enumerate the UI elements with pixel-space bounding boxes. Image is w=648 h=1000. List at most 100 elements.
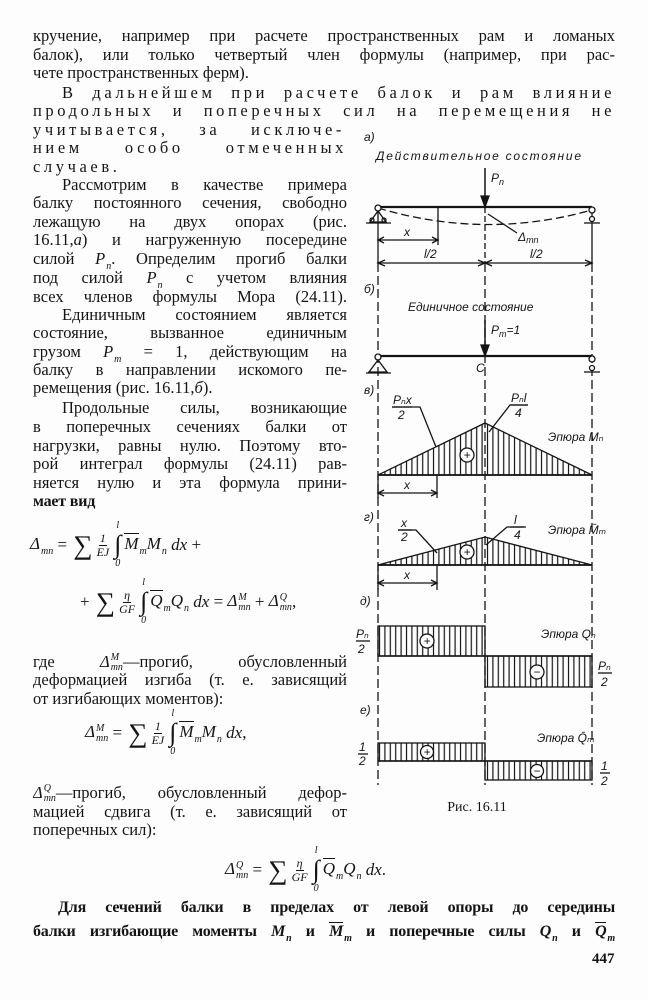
variable-symbol: M — [146, 533, 161, 553]
label-l4-den: 4 — [514, 528, 521, 542]
text-run: + — [80, 592, 94, 611]
variable-symbol: Δ — [30, 533, 40, 553]
denominator: GF — [119, 601, 136, 616]
text-line: Единичным состоянием является — [62, 305, 347, 325]
text-line: учитывается, за исключе- — [33, 120, 345, 140]
text-line: продольных и поперечных сил на перемещен… — [33, 101, 615, 121]
subscript: n — [216, 733, 222, 745]
subscript: m — [139, 546, 147, 557]
text-line: балку постоянного сечения, свободно — [33, 193, 347, 213]
text-run: балок), или только четвертый член формул… — [33, 45, 615, 64]
text-run: 16.11, — [33, 230, 74, 249]
text-run: Единичным состоянием является — [62, 305, 347, 324]
text-line: чете пространственных ферм). — [33, 63, 615, 83]
text-line: В дальнейшем при расчете балок и рам вли… — [62, 83, 615, 103]
math-variable: dx — [366, 860, 382, 880]
integral: l∫0 — [313, 846, 320, 894]
index-stack: m — [164, 604, 171, 614]
epure-qm-label: Эпюра Q̄ₘ — [537, 731, 594, 745]
superscript: Q — [43, 783, 51, 795]
text-line: лежащую на двух опорах (рис. — [33, 212, 347, 232]
subscript: m — [194, 734, 202, 745]
sign-plus-mn: + — [463, 448, 470, 462]
text-run: ремещения (рис. 16.11, — [33, 378, 195, 397]
text-line: мает вид — [33, 492, 347, 512]
page-number: 447 — [592, 951, 615, 967]
variable-symbol: Q — [170, 590, 184, 610]
index-stack: n — [356, 870, 362, 882]
text-run: балку в направлении искомого пе- — [33, 360, 347, 379]
text-run: состояние, вызванное единичным — [33, 323, 347, 342]
variable-symbol: Q — [150, 590, 163, 610]
superscript: M — [95, 722, 105, 734]
text-line: балку в направлении искомого пе- — [33, 360, 347, 380]
text-run: с учетом влияния — [162, 268, 347, 287]
sign-minus-qm: − — [533, 764, 540, 778]
index-stack: n — [286, 933, 292, 943]
text-run: + — [250, 592, 269, 611]
index-stack: n — [552, 934, 558, 943]
variable-symbol: M — [271, 923, 286, 940]
subscript: n — [356, 870, 362, 882]
text-line: от изгибающих моментов): — [33, 689, 347, 709]
label-d: д) — [360, 594, 371, 608]
label-pnx-den: 2 — [397, 408, 405, 422]
text-run: от изгибающих моментов): — [33, 689, 224, 708]
text-line: няется нулю и эта формула прини- — [33, 473, 347, 493]
variable-symbol: Q — [343, 858, 356, 878]
force-label-pm: Pm=1 — [491, 323, 520, 339]
roller-support-right — [584, 206, 600, 224]
variable-symbol: M — [124, 533, 139, 553]
subscript: mn — [110, 662, 123, 672]
sign-plus-qn: + — [423, 634, 430, 648]
text-run: Продольные силы, возникающие — [62, 398, 347, 417]
index-stack: m — [336, 872, 343, 882]
variable-symbol: Δ — [227, 591, 238, 611]
integral: l∫0 — [114, 521, 121, 569]
label-qn-right-num: Pₙ — [598, 659, 611, 673]
variable-symbol: б — [194, 378, 203, 397]
text-run: учитывается, за исключе- — [33, 120, 345, 139]
label-l4-num: l — [514, 513, 517, 527]
integral-sign: ∫ — [312, 855, 320, 884]
subscript: m — [344, 933, 352, 943]
math-variable: а — [74, 230, 82, 249]
subscript: n — [286, 933, 292, 943]
label-pnl-num: Pₙl — [511, 391, 527, 405]
pin-support-left — [366, 204, 391, 224]
superscript: Q — [279, 591, 287, 603]
subscript: m — [163, 603, 171, 614]
variable-symbol: Δ — [225, 859, 235, 879]
subscript: mn — [238, 601, 251, 613]
index-stack: m — [114, 355, 121, 363]
text-run: и поперечные силы — [351, 923, 540, 940]
index-stack: m — [195, 735, 202, 745]
text-line: кручение, например при расчете пространс… — [33, 26, 615, 46]
subscript: mn — [279, 601, 292, 613]
subscript: n — [184, 602, 190, 614]
epure-qn-label: Эпюра Qₙ — [541, 627, 596, 641]
text-run: кручение, например при расчете пространс… — [33, 26, 615, 45]
summation-sign: ∑ — [73, 529, 93, 560]
label-x2-num: x — [400, 516, 408, 530]
label-qm-left-den: 2 — [358, 754, 366, 768]
text-run: всех членов формулы Мора (24.11). — [33, 287, 347, 306]
variable-symbol: dx — [171, 535, 188, 554]
